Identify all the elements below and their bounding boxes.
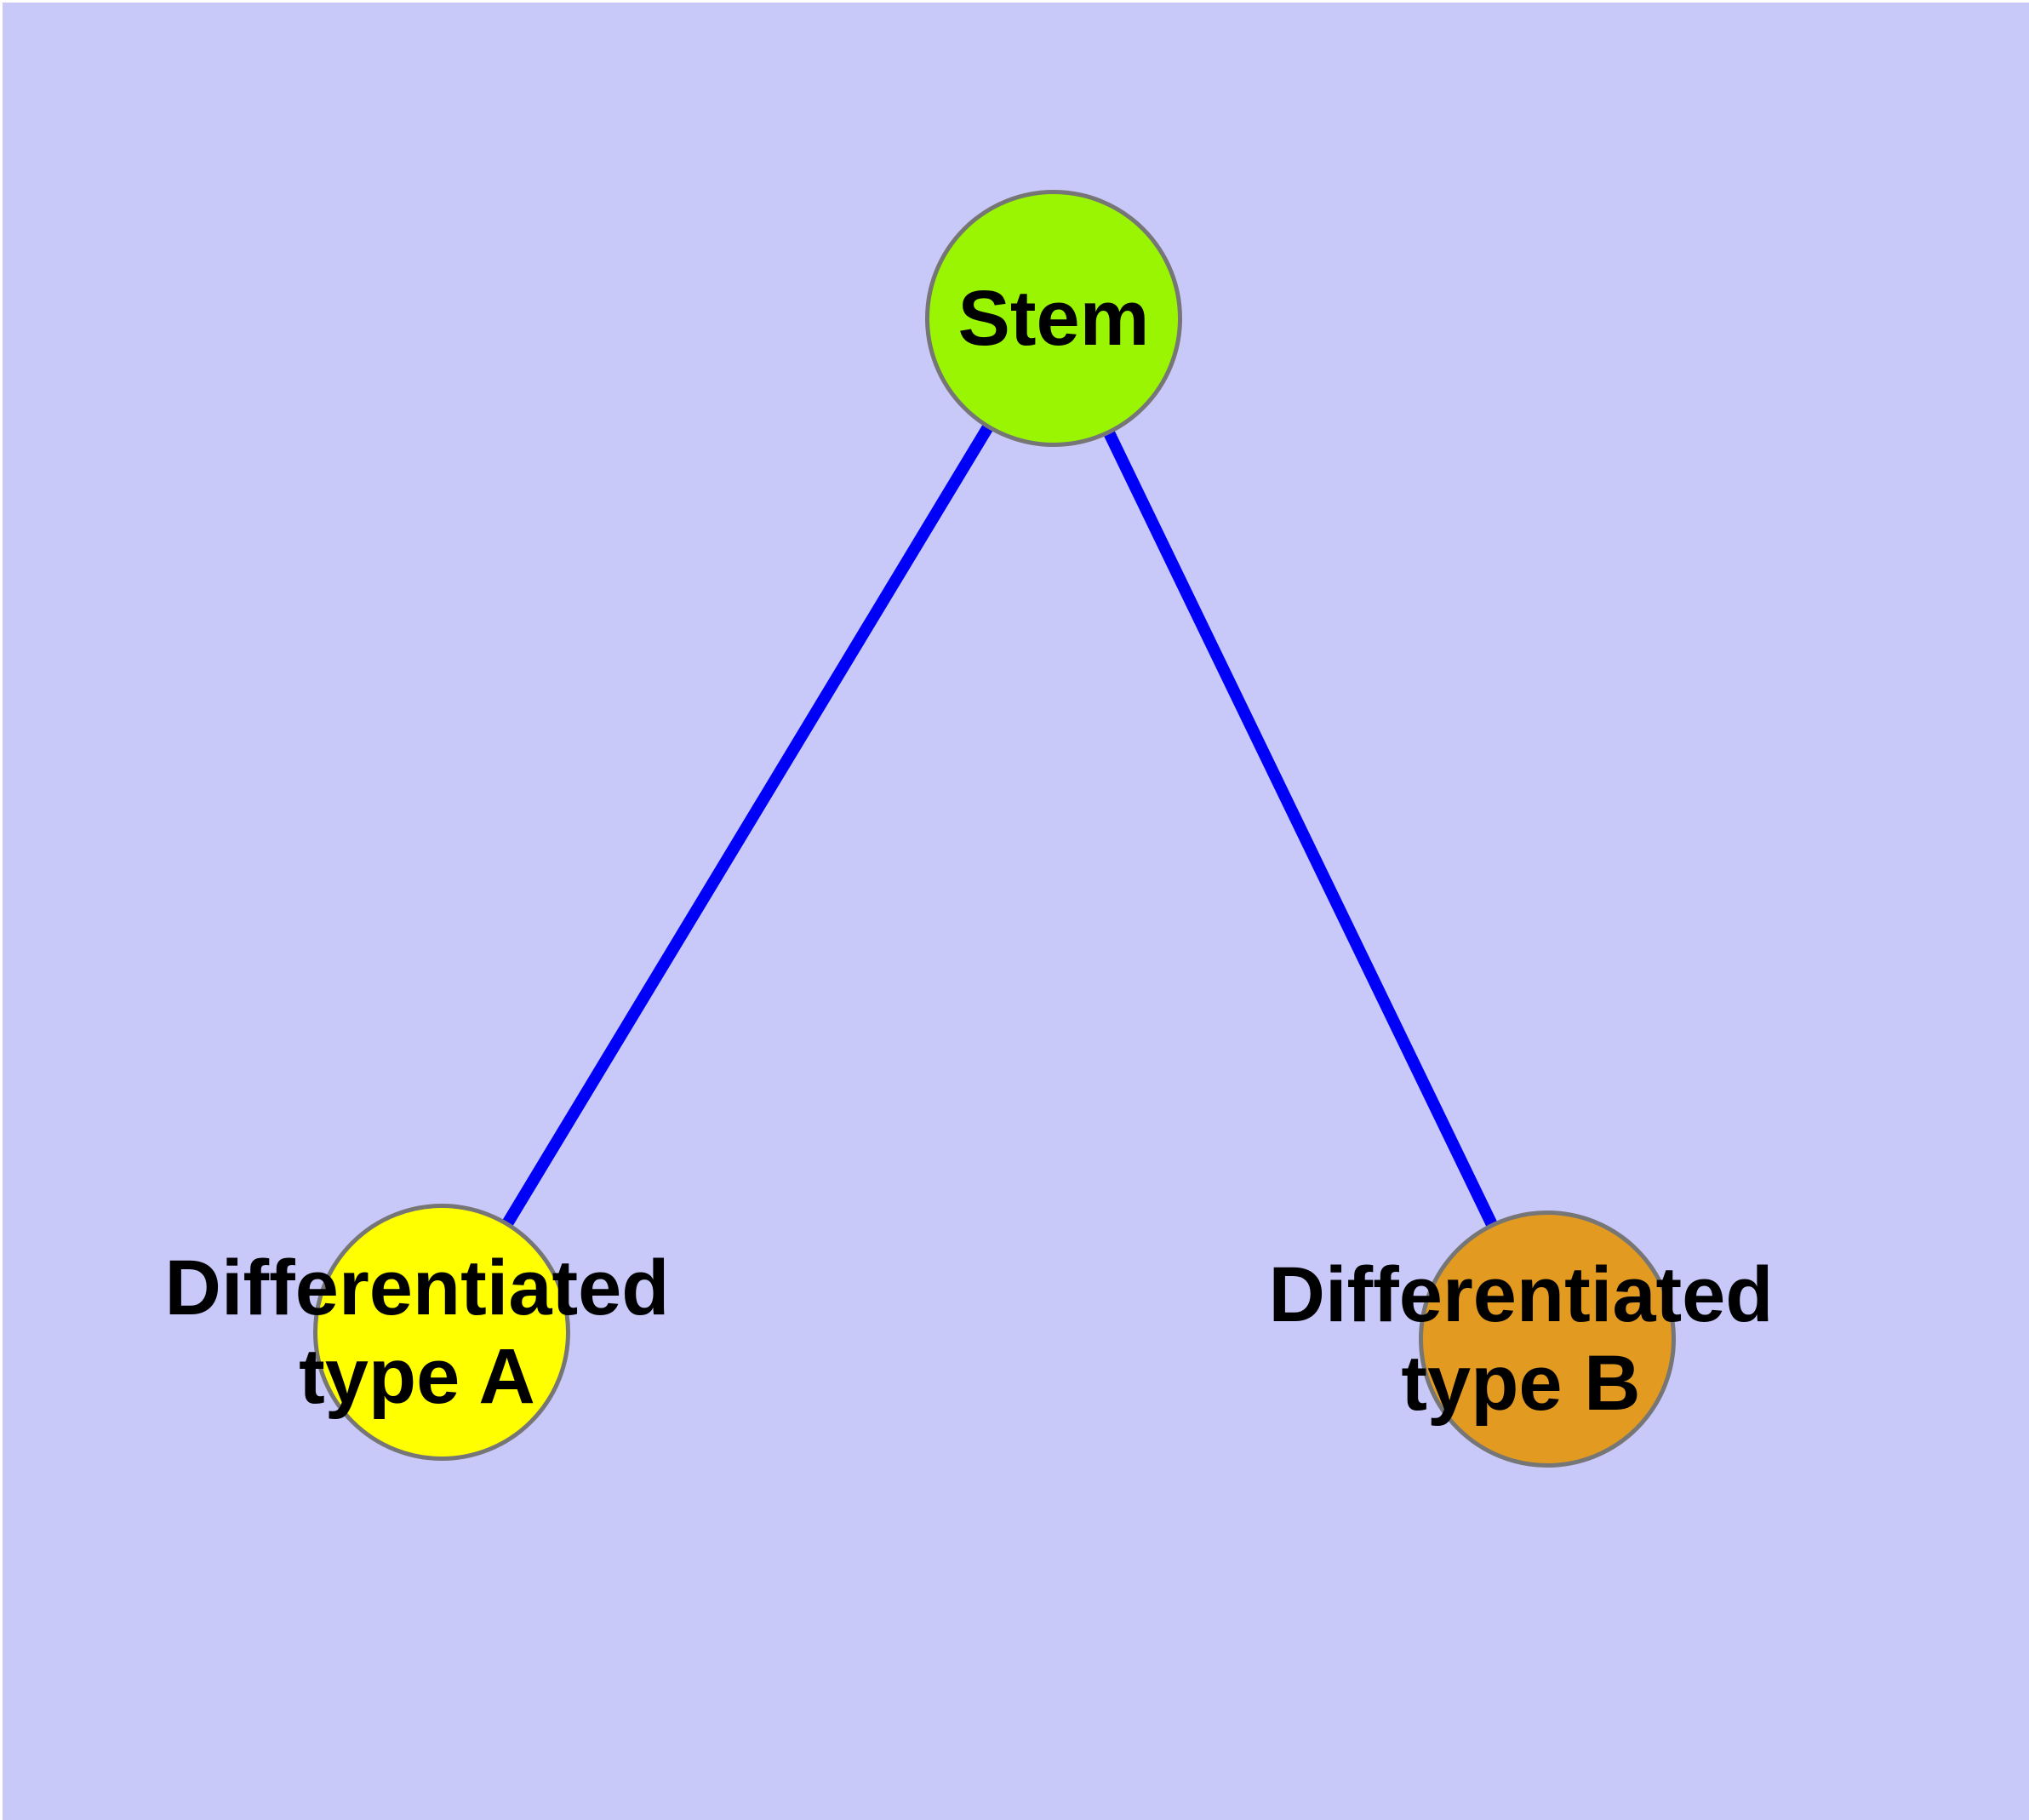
edge-stem-to-type-a [437, 315, 1059, 1336]
node-stem-label: Stem [957, 275, 1150, 362]
node-type-b-label-line2: type B [1401, 1340, 1641, 1427]
node-type-a-label-line1: Differentiated [164, 1245, 670, 1331]
edge-stem-to-type-b [1048, 315, 1553, 1342]
node-stem: Stem [925, 190, 1182, 447]
node-type-b-label-line1: Differentiated [1268, 1251, 1774, 1338]
node-type-a-label: Differentiated type A [34, 1244, 800, 1421]
node-type-b-label: Differentiated type B [1138, 1251, 1904, 1428]
node-type-b [1419, 1210, 1676, 1468]
node-type-a [313, 1204, 570, 1461]
node-type-a-label-line2: type A [299, 1333, 535, 1420]
